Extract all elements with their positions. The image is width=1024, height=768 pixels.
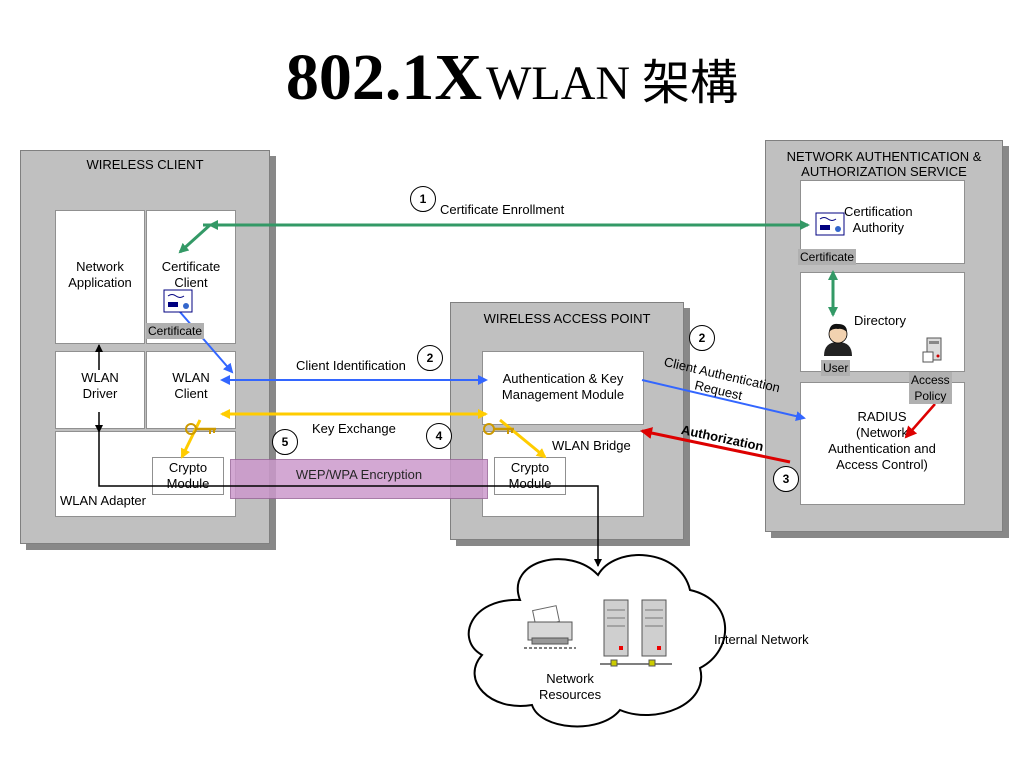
client-identification-label: Client Identification [296, 358, 406, 373]
client-crypto-label: Crypto Module [166, 460, 210, 491]
auth-service-title: NETWORK AUTHENTICATION & AUTHORIZATION S… [786, 149, 982, 179]
wireless-client-title: WIRELESS CLIENT [86, 157, 204, 172]
network-resources-label: Network Resources [539, 671, 602, 702]
title-main: 802.1X [285, 41, 483, 114]
wep-wpa-encryption-band: WEP/WPA Encryption [230, 459, 488, 499]
key-icon [185, 423, 216, 435]
printer-icon [524, 605, 576, 649]
step-4-badge: 4 [426, 423, 452, 449]
certificate-enrollment-label: Certificate Enrollment [440, 202, 565, 217]
network-application-label: Network Application [68, 259, 132, 290]
auth-module-box: Authentication & Key Management Module [482, 351, 644, 425]
network-bus-line [600, 659, 672, 667]
step-1-badge: 1 [410, 186, 436, 212]
wlan-driver-label: WLAN Driver [81, 370, 119, 401]
auth-module-label: Authentication & Key Management Module [501, 371, 625, 402]
certificate-icon [815, 212, 845, 236]
wlan-bridge-label: WLAN Bridge [552, 438, 631, 453]
client-auth-request-arrow [641, 379, 806, 422]
directory-label: Directory [854, 313, 907, 328]
internal-network-label: Internal Network [714, 632, 809, 647]
key-icon [483, 423, 514, 435]
title-sub: WLAN 架構 [486, 57, 739, 110]
certificate-enrollment-arrow [178, 220, 810, 254]
ap-crypto-label: Crypto Module [508, 460, 552, 491]
server-icon [603, 599, 629, 657]
access-point-title: WIRELESS ACCESS POINT [483, 311, 651, 326]
access-policy-tag: Access Policy [909, 372, 952, 404]
certification-authority-label: Certification Authority [844, 204, 913, 235]
certificate-icon [163, 289, 193, 313]
page-title: 802.1X WLAN 架構 [0, 40, 1024, 116]
access-policy-server-icon [922, 337, 942, 363]
certificate-client-box: Certificate Client [146, 210, 236, 344]
wep-wpa-label: WEP/WPA Encryption [295, 467, 423, 482]
server-icon [641, 599, 667, 657]
key-exchange-arrow [180, 409, 547, 459]
step-5-badge: 5 [272, 429, 298, 455]
step-2-badge: 2 [417, 345, 443, 371]
ap-crypto-module: Crypto Module [494, 457, 566, 495]
user-tag: User [821, 360, 851, 376]
wlan-client-label: WLAN Client [172, 370, 210, 401]
cert-to-wlan-client-arrow [179, 311, 234, 374]
user-icon [824, 323, 852, 356]
wlan-adapter-label: WLAN Adapter [60, 493, 146, 508]
ca-certificate-tag: Certificate [798, 249, 857, 265]
authorization-arrow [640, 427, 791, 464]
policy-to-radius-arrow [904, 403, 936, 439]
step-2-badge: 2 [689, 325, 715, 351]
radius-label: RADIUS (Network Authentication and Acces… [828, 409, 936, 472]
network-application-box: Network Application [55, 210, 145, 344]
key-exchange-label: Key Exchange [312, 421, 396, 436]
client-crypto-module: Crypto Module [152, 457, 224, 495]
step-3-badge: 3 [773, 466, 799, 492]
client-certificate-tag: Certificate [146, 323, 205, 339]
internal-network-cloud [467, 554, 726, 728]
certificate-client-label: Certificate Client [161, 259, 221, 290]
adapter-to-network-line [98, 432, 602, 567]
